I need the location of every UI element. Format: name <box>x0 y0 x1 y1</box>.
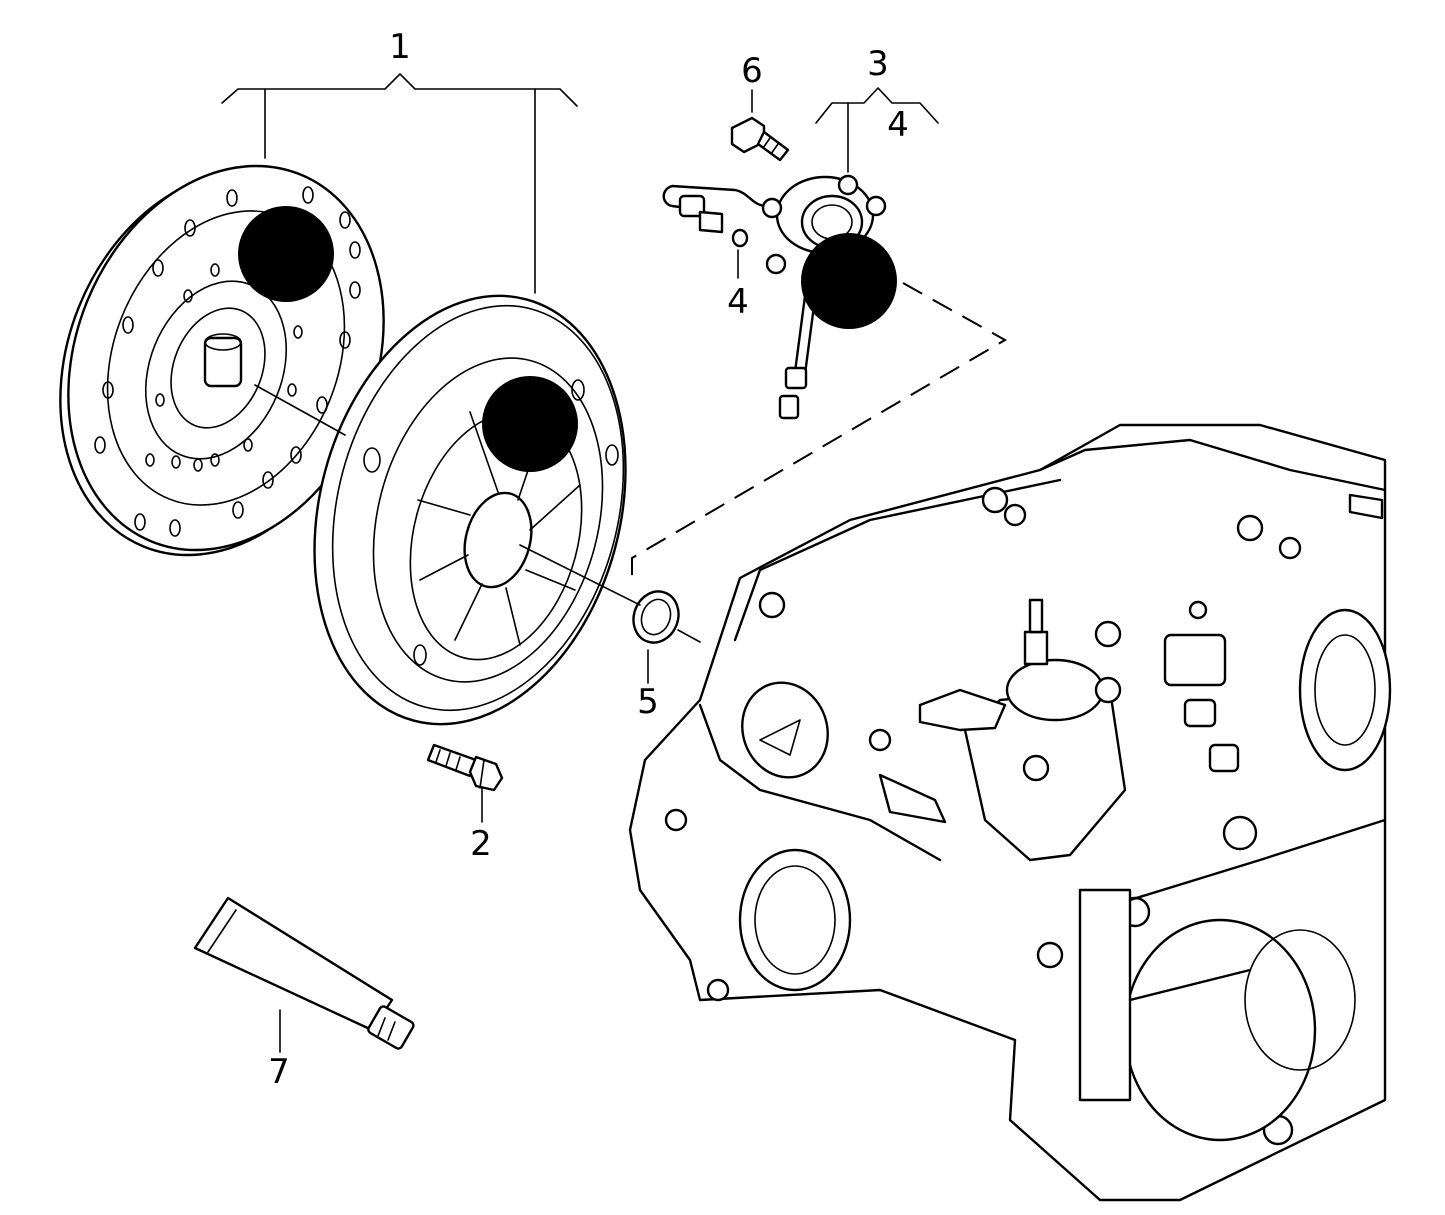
bracket-part-3 <box>815 87 939 173</box>
ring-seal <box>632 590 680 644</box>
callout-part-6: 6 <box>741 51 763 91</box>
redaction-dot <box>801 233 897 329</box>
slave-cylinder-bolt <box>730 116 790 162</box>
callout-part-3: 3 <box>867 44 889 84</box>
slave-cylinder-guide <box>631 282 1008 585</box>
bracket-part-1 <box>221 73 578 294</box>
assembly-axis-line-3 <box>677 629 701 643</box>
assembly-axis-line <box>254 384 346 436</box>
transmission-housing <box>628 423 1392 1202</box>
callout-part-2: 2 <box>470 824 492 864</box>
pressure-plate-bolt <box>426 743 504 792</box>
redaction-dot <box>238 206 334 302</box>
clutch-disc-rivet-holes <box>94 186 361 537</box>
assembly-axis-line-2 <box>519 544 641 606</box>
callout-part-4-bracket: 4 <box>887 105 909 145</box>
callout-part-5: 5 <box>637 682 659 722</box>
callout-part-7: 7 <box>268 1052 290 1092</box>
callout-part-1: 1 <box>389 27 411 67</box>
redaction-dot <box>482 376 578 472</box>
small-o-ring <box>731 228 749 248</box>
grease-tube <box>193 896 415 1050</box>
callout-part-4-ring: 4 <box>727 282 749 322</box>
